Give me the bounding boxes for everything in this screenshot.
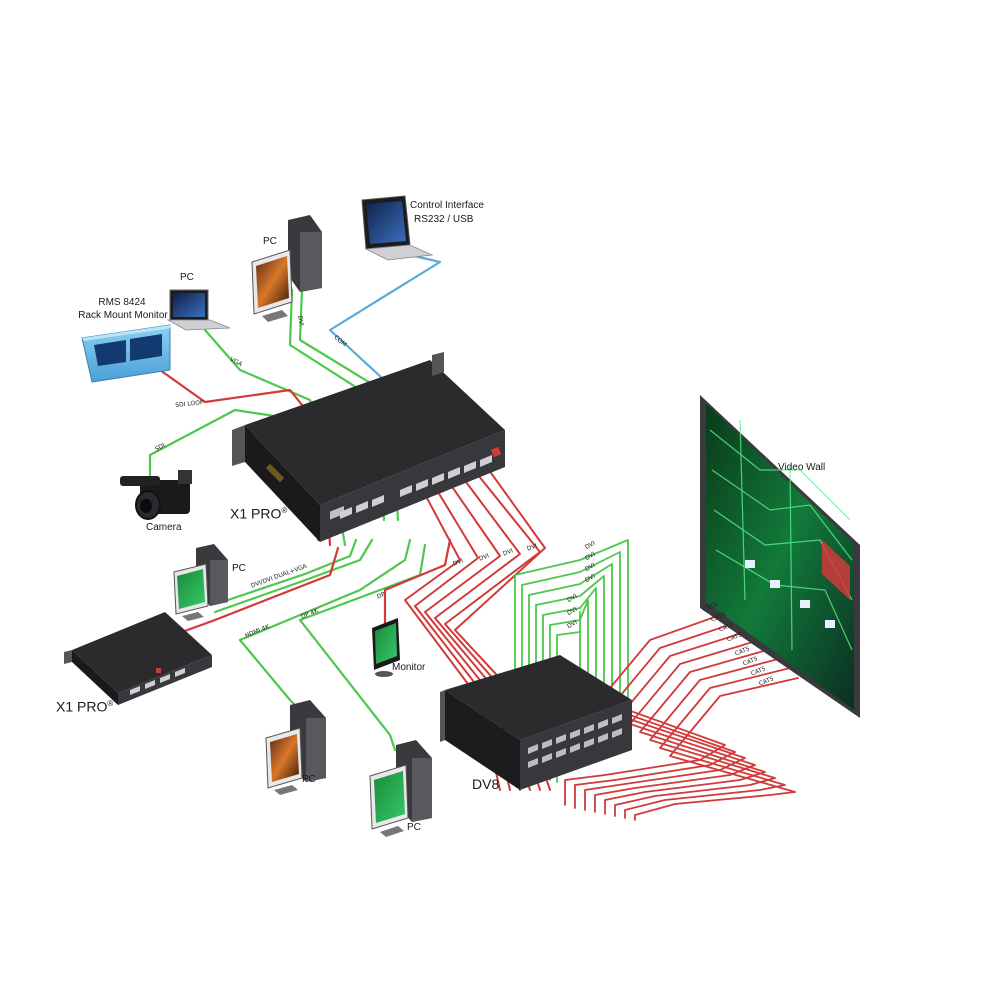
x1-pro-main-label: X1 PRO® bbox=[230, 505, 288, 522]
monitor-icon bbox=[372, 618, 400, 677]
x1-pro-small-reg: ® bbox=[107, 699, 114, 708]
pc-middle-label: PC bbox=[232, 563, 246, 574]
x1-main-ports bbox=[340, 455, 492, 519]
monitor-label: Monitor bbox=[392, 662, 426, 673]
rack-monitor-icon bbox=[81, 324, 172, 383]
hdmi-4k-cable bbox=[238, 638, 297, 707]
x1-pro-small-text: X1 PRO bbox=[56, 698, 108, 715]
camera-label: Camera bbox=[146, 522, 182, 533]
x1-pro-main-device bbox=[232, 352, 505, 542]
pc-top-icon bbox=[251, 215, 322, 322]
pc-top-left-label: PC bbox=[180, 272, 194, 283]
video-wall-label: Video Wall bbox=[778, 462, 826, 473]
x1-pro-main-text: X1 PRO bbox=[230, 505, 282, 522]
dvi-dual-vga-cable bbox=[213, 538, 374, 614]
laptop-pc-icon bbox=[166, 289, 231, 331]
x1-link-cable bbox=[158, 546, 340, 642]
rms-desc-label: Rack Mount Monitor bbox=[78, 310, 168, 321]
dp-4k-cable bbox=[298, 618, 397, 752]
x1-pro-small-device bbox=[64, 612, 212, 705]
x1-pro-main-reg: ® bbox=[281, 506, 288, 515]
pc-bottom-icon bbox=[369, 740, 432, 837]
control-ports-label: RS232 / USB bbox=[414, 214, 474, 225]
pc-middle-icon bbox=[173, 544, 228, 621]
pc-top-label: PC bbox=[263, 236, 277, 247]
pc-bottom-left-label: PC bbox=[302, 774, 316, 785]
dp-monitor-cable bbox=[383, 538, 452, 627]
pc-bottom-label: PC bbox=[407, 822, 421, 833]
cat5-outputs bbox=[564, 607, 799, 821]
dv8-label: DV8 bbox=[472, 776, 500, 792]
dv8-device bbox=[440, 655, 632, 790]
control-interface-label: Control Interface bbox=[410, 200, 484, 211]
control-laptop-icon bbox=[361, 195, 434, 261]
rms-name-label: RMS 8424 bbox=[98, 297, 146, 308]
pc-bottom-left-icon bbox=[265, 700, 326, 795]
x1-pro-small-label: X1 PRO® bbox=[56, 698, 114, 715]
video-wall-icon bbox=[700, 395, 860, 718]
dvi-dual-vga-cable-b bbox=[220, 538, 358, 604]
hdmi-4k-cable-up bbox=[238, 538, 412, 642]
camera-icon bbox=[120, 470, 192, 520]
cables bbox=[148, 253, 799, 821]
